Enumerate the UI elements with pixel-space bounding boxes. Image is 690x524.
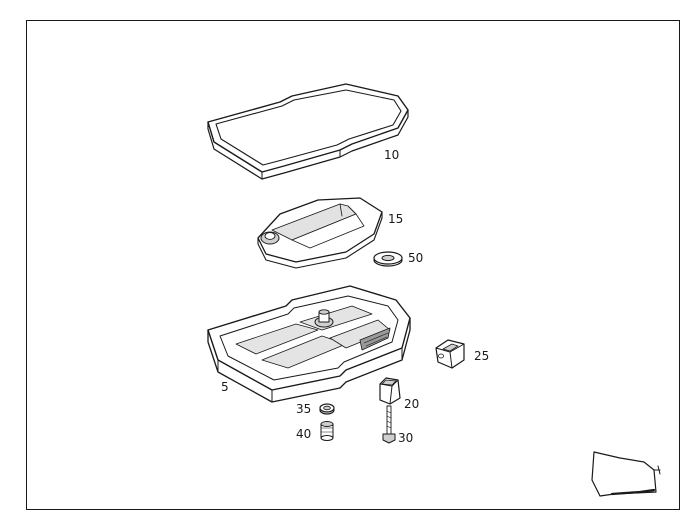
callout-bolt: 30 [398,431,413,445]
vehicle-orientation-icon [591,451,661,497]
seal-ring-part[interactable] [319,403,335,415]
filter-part[interactable] [257,197,383,269]
oil-pan-part[interactable] [207,285,411,403]
clip-part[interactable] [379,377,401,405]
callout-clip: 20 [404,397,419,411]
bolt-part[interactable] [382,405,396,444]
washer-part[interactable] [373,251,403,267]
callout-filter: 15 [388,212,403,226]
drain-plug-part[interactable] [320,421,334,441]
callout-washer: 50 [408,251,423,265]
callout-gasket: 10 [384,148,399,162]
gasket-part[interactable] [207,83,409,180]
callout-drain-plug: 40 [296,427,311,441]
callout-connector: 25 [474,349,489,363]
callout-seal-ring: 35 [296,402,311,416]
connector-part[interactable] [435,339,465,369]
callout-oil-pan: 5 [221,380,229,394]
diagram-frame [26,20,680,510]
